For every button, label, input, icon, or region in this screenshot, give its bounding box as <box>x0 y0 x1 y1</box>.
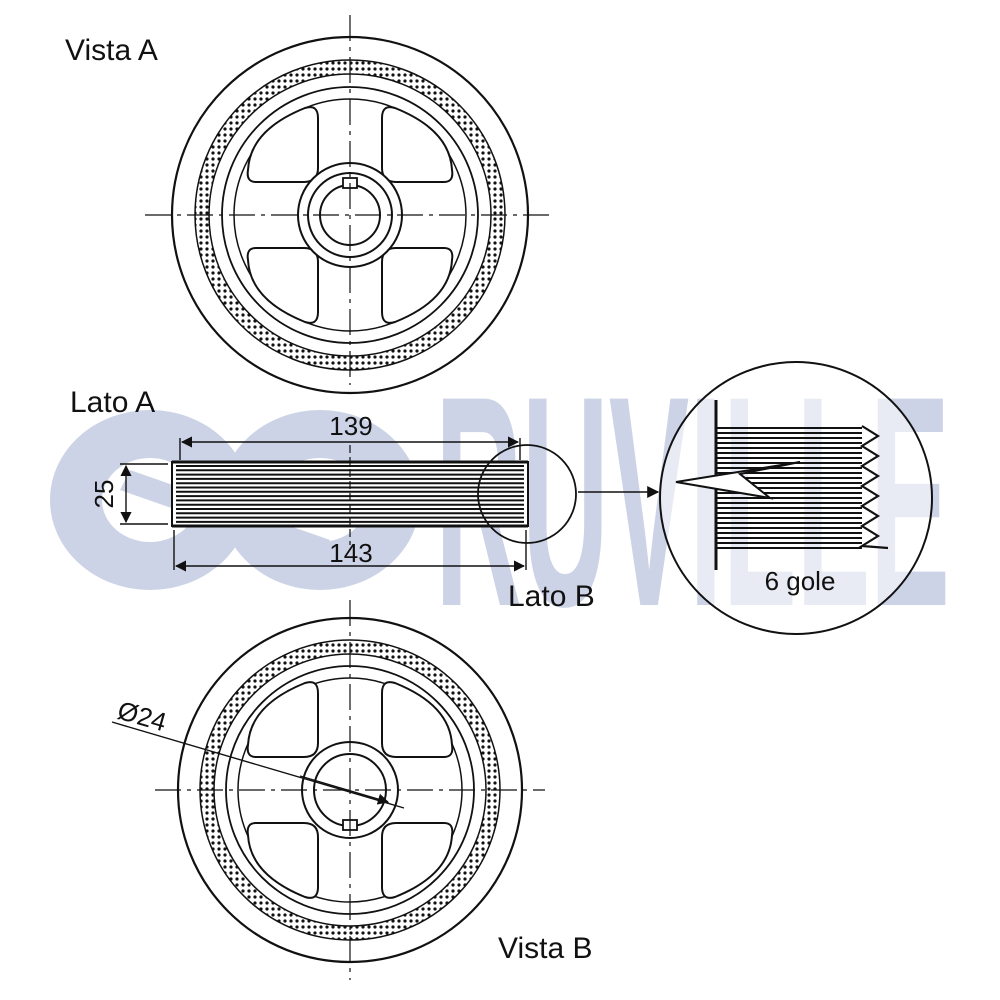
pulley-side-profile <box>171 444 660 545</box>
view-b-label: Vista B <box>498 932 593 965</box>
dimension-143-label: 143 <box>329 538 372 568</box>
view-a-label: Vista A <box>65 34 158 67</box>
pulley-face-view-a <box>145 15 555 395</box>
side-b-label: Lato B <box>508 580 595 613</box>
dimension-139-label: 139 <box>329 411 372 441</box>
side-a-label: Lato A <box>70 386 155 419</box>
dimension-lines <box>120 436 527 572</box>
groove-detail-view: 6 gole <box>659 361 933 635</box>
pulley-face-view-b <box>111 600 545 980</box>
dimension-25-label: 25 <box>89 480 119 509</box>
grooves-count-label: 6 gole <box>765 566 836 596</box>
bore-diameter-label: Ø24 <box>114 695 170 737</box>
